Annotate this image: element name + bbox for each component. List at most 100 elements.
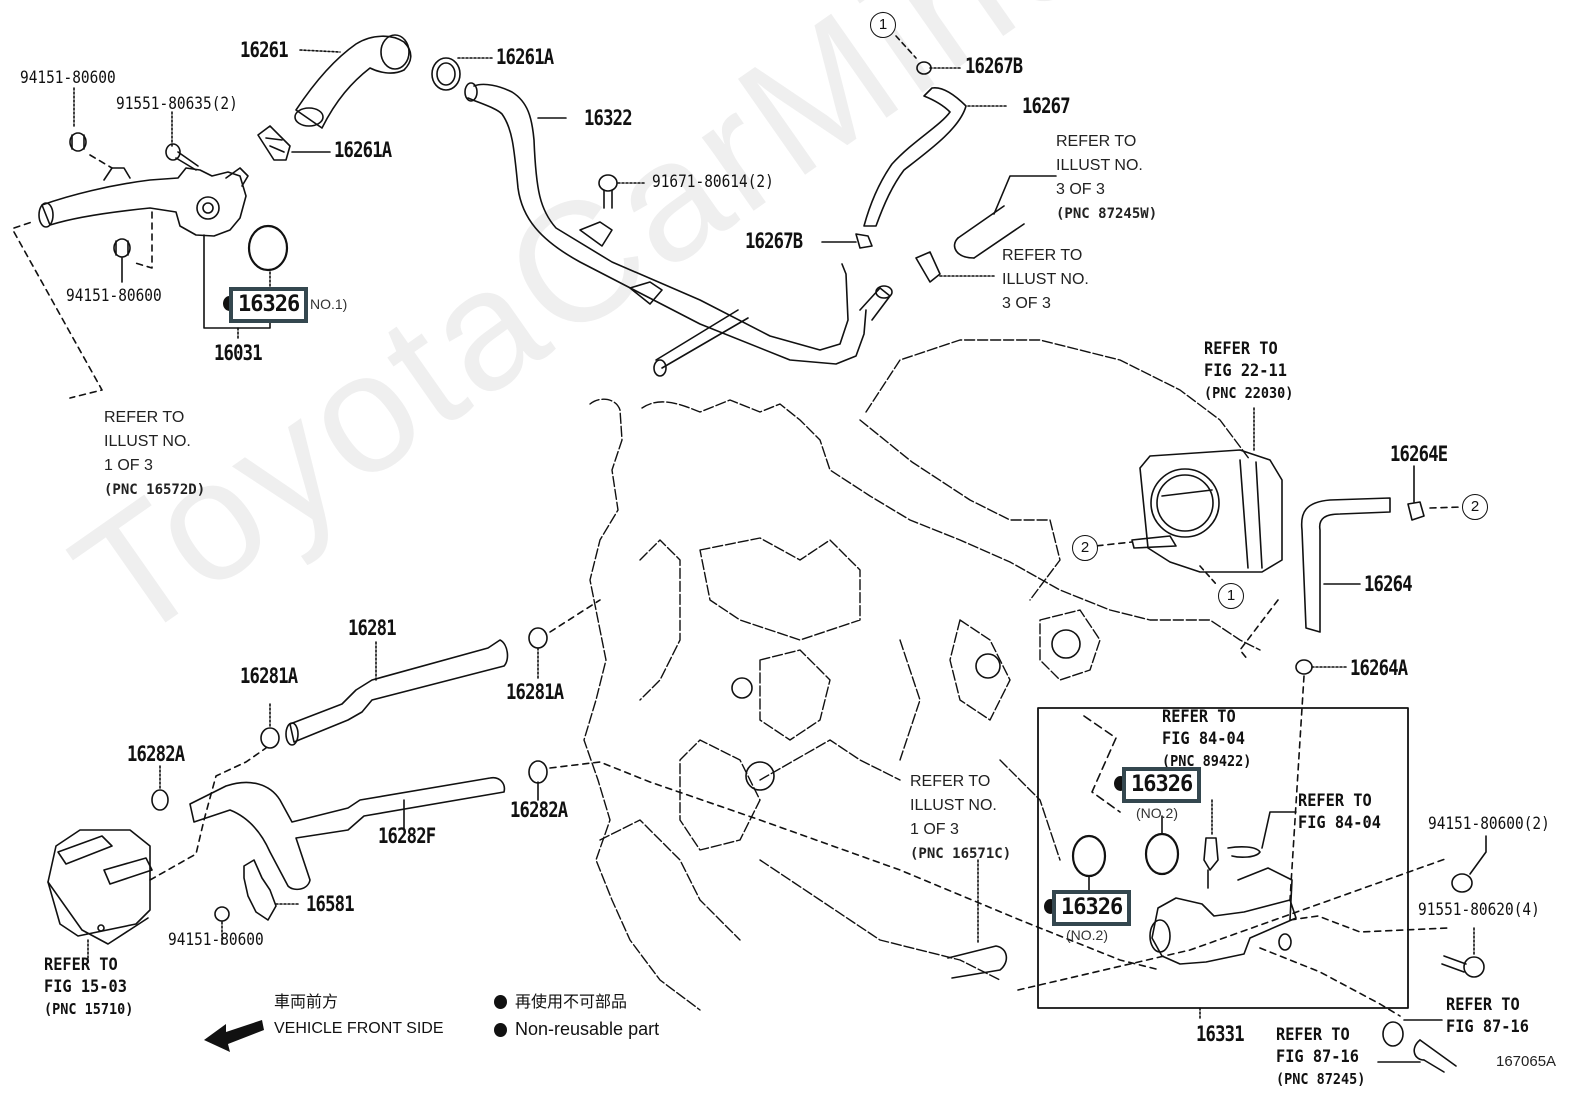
ref-line: REFER TO	[910, 773, 991, 790]
nut-94151-top-icon	[69, 132, 87, 152]
label-16261: 16261	[240, 38, 289, 62]
ref-line: FIG 87-16	[1276, 1047, 1359, 1067]
label-16282F: 16282F	[378, 824, 436, 848]
ref-line: REFER TO	[44, 955, 118, 975]
ref-pnc: (PNC 22030)	[1204, 384, 1294, 402]
ref-line: REFER TO	[104, 409, 185, 426]
label-16267B-top: 16267B	[965, 54, 1023, 78]
label-91671-80614: 91671-80614(2)	[652, 172, 774, 192]
figure-id: 167065A	[1496, 1053, 1557, 1070]
label-16326-no1-note: NO.1)	[310, 296, 348, 312]
highlighted-part-16326-no2-a[interactable]: 16326	[1122, 767, 1202, 803]
ref-fig-87-16-clamp: REFER TO FIG 87-16	[1446, 994, 1529, 1038]
label-16031: 16031	[214, 341, 263, 365]
label-16261A-top: 16261A	[496, 45, 554, 69]
ref-line: 1 OF 3	[104, 457, 153, 474]
connector-2-right: 2	[1462, 494, 1488, 520]
label-16322: 16322	[584, 106, 633, 130]
gasket-clip-icon	[1227, 846, 1261, 858]
nonreusable-jp: 再使用不可部品	[515, 994, 628, 1011]
vehicle-front-en: VEHICLE FRONT SIDE	[274, 1020, 444, 1037]
bracket-16581-icon	[243, 859, 277, 921]
hose-16267-icon	[863, 87, 967, 227]
ref-pnc: (PNC 16572D)	[104, 482, 206, 498]
label-94151-80600-right: 94151-80600(2)	[1428, 814, 1550, 834]
highlighted-part-16326-no2-b[interactable]: 16326	[1052, 890, 1132, 926]
ref-illust-1-of-3-pnc-16571c: REFER TO ILLUST NO. 1 OF 3 (PNC 16571C)	[910, 770, 1011, 866]
hose-16261-icon	[294, 34, 412, 129]
label-94151-80600-top: 94151-80600	[20, 68, 116, 88]
ref-line: ILLUST NO.	[1002, 271, 1089, 288]
clamp-16281A-right-icon	[528, 627, 548, 649]
label-16267: 16267	[1022, 94, 1071, 118]
oil-cooler-icon	[47, 829, 153, 945]
throttle-body-icon	[1131, 449, 1283, 573]
water-inlet-housing	[38, 167, 249, 237]
ref-pnc: (PNC 87245W)	[1056, 206, 1158, 222]
nonreusable-bullet-icon	[494, 995, 507, 1009]
label-16282A-right: 16282A	[510, 798, 568, 822]
bolt-91551-80635-icon	[165, 143, 199, 171]
o-ring-no1-icon	[247, 224, 289, 272]
vehicle-front-jp: 車両前方	[274, 994, 339, 1011]
label-16264E: 16264E	[1390, 442, 1448, 466]
engine-block-outline	[583, 339, 1261, 1011]
label-16261A-clip: 16261A	[334, 138, 392, 162]
label-94151-80600-mid: 94151-80600	[66, 286, 162, 306]
water-outlet-16331-icon	[1149, 867, 1297, 965]
clamp-16267B-top-icon	[916, 61, 932, 75]
ref-line: FIG 84-04	[1162, 729, 1245, 749]
nut-94151-mid-icon	[113, 238, 131, 258]
ref-illust-3-of-3-pnc-87245w: REFER TO ILLUST NO. 3 OF 3 (PNC 87245W)	[1056, 130, 1157, 226]
label-16282A-left: 16282A	[127, 742, 185, 766]
ref-line: ILLUST NO.	[910, 797, 997, 814]
connector-2-left: 2	[1072, 535, 1098, 561]
label-16326-no2-a-note: (NO.2)	[1136, 805, 1178, 821]
label-16264: 16264	[1364, 572, 1413, 596]
ref-line: REFER TO	[1276, 1025, 1350, 1045]
label-91551-80620: 91551-80620(4)	[1418, 900, 1540, 920]
ref-fig-87-16-pnc-87245: REFER TO FIG 87-16 (PNC 87245)	[1276, 1024, 1365, 1090]
vehicle-front-arrow-icon	[204, 1020, 264, 1052]
ref-line: 1 OF 3	[910, 821, 959, 838]
ref-line: 3 OF 3	[1056, 181, 1105, 198]
ref-illust-3-of-3: REFER TO ILLUST NO. 3 OF 3	[1002, 244, 1089, 316]
label-16281: 16281	[348, 616, 397, 640]
ref-line: ILLUST NO.	[104, 433, 191, 450]
ref-line: 3 OF 3	[1002, 295, 1051, 312]
ref-fig-84-04-pnc-89422: REFER TO FIG 84-04 (PNC 89422)	[1162, 706, 1251, 772]
o-ring-no2-b-icon	[1144, 832, 1180, 876]
ref-line: REFER TO	[1002, 247, 1083, 264]
ref-pnc: (PNC 89422)	[1162, 752, 1252, 770]
ref-line: REFER TO	[1446, 995, 1520, 1015]
highlighted-part-16326-no1[interactable]: 16326	[229, 287, 309, 323]
label-16267B-mid: 16267B	[745, 229, 803, 253]
clamp-16261A-top-icon	[431, 57, 461, 91]
ref-pnc: (PNC 16571C)	[910, 846, 1012, 862]
ref-line: REFER TO	[1204, 339, 1278, 359]
nut-94151-right-icon	[1451, 873, 1473, 893]
ref-line: REFER TO	[1298, 791, 1372, 811]
ref-line: FIG 84-04	[1298, 813, 1381, 833]
hose-16282F-icon	[189, 776, 506, 891]
label-94151-80600-bottom: 94151-80600	[168, 930, 264, 950]
clamp-16282A-left-icon	[151, 789, 169, 811]
label-16331: 16331	[1196, 1022, 1245, 1046]
nonreusable-en: Non-reusable part	[515, 1019, 660, 1039]
label-16281A-left: 16281A	[240, 664, 298, 688]
ref-line: FIG 22-11	[1204, 361, 1287, 381]
ref-line: ILLUST NO.	[1056, 157, 1143, 174]
ref-line: REFER TO	[1162, 707, 1236, 727]
hose-16264-icon	[1300, 497, 1391, 633]
engine-ports	[731, 629, 1081, 791]
nonreusable-legend: 再使用不可部品 Non-reusable part	[494, 990, 659, 1042]
label-16281A-right: 16281A	[506, 680, 564, 704]
label-16326-no2-b-note: (NO.2)	[1066, 927, 1108, 943]
ref-illust-1-of-3-pnc-16572d: REFER TO ILLUST NO. 1 OF 3 (PNC 16572D)	[104, 406, 205, 502]
temp-sensor-icon	[1203, 837, 1219, 889]
ref-line: FIG 87-16	[1446, 1017, 1529, 1037]
clamp-16264A-icon	[1295, 659, 1313, 675]
clamp-16267B-mid-icon	[855, 233, 873, 249]
ref-fig-15-03: REFER TO FIG 15-03 (PNC 15710)	[44, 954, 133, 1020]
